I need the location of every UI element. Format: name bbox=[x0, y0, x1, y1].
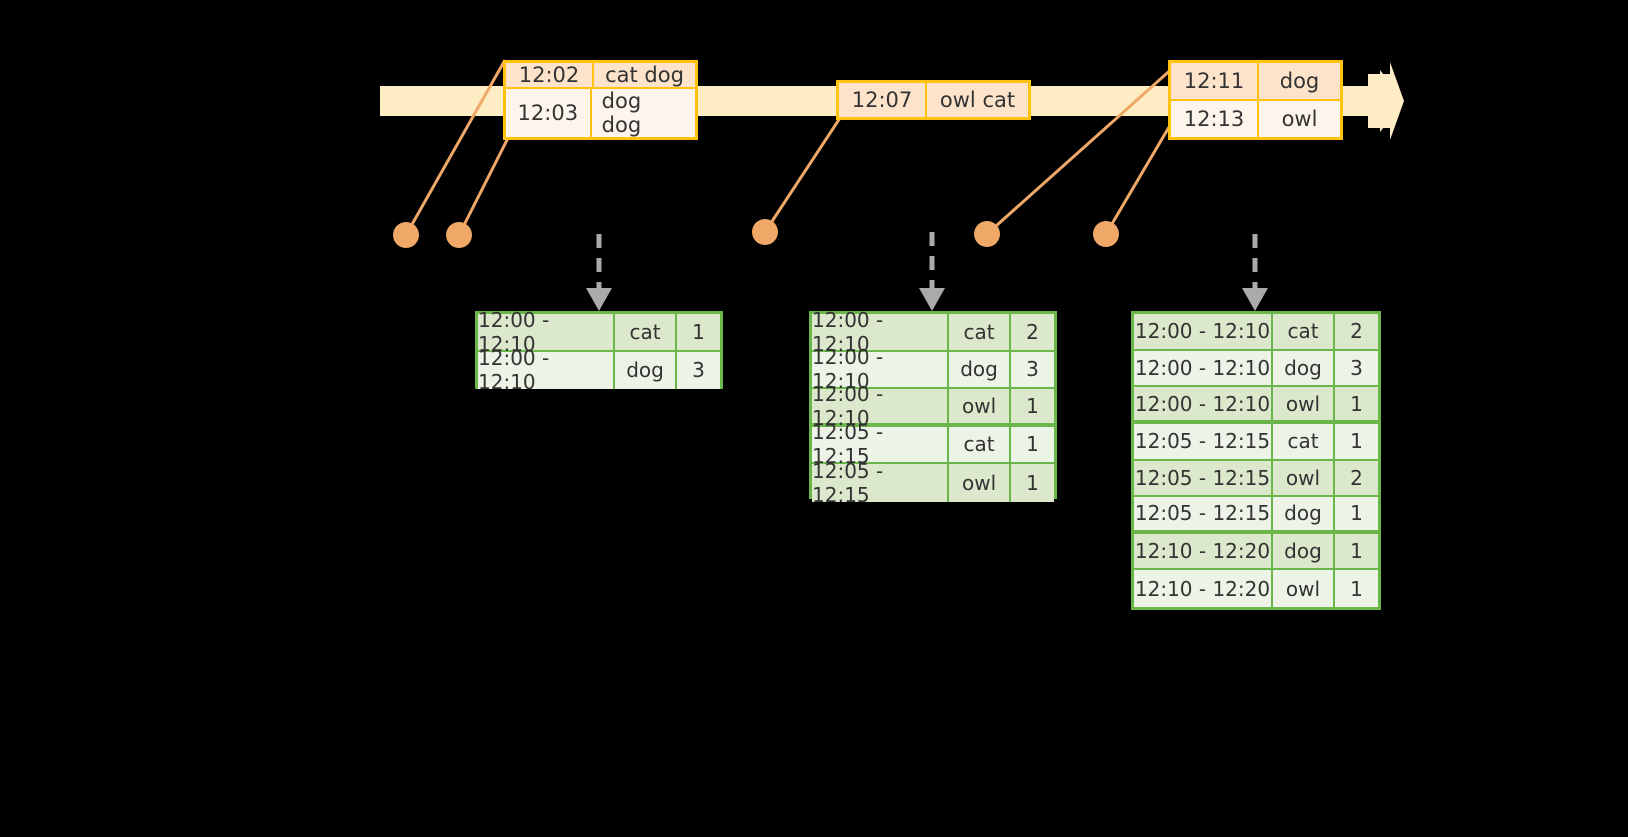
cell-count: 1 bbox=[1350, 576, 1363, 601]
cell-word: owl bbox=[949, 389, 1012, 427]
event-group-3[interactable]: 12:11 dog 12:13 owl bbox=[1168, 60, 1343, 140]
cell-word: cat bbox=[1273, 314, 1335, 351]
cell-window: 12:10 - 12:20 bbox=[1134, 533, 1273, 571]
cell-word: dog bbox=[1273, 350, 1335, 388]
event-row[interactable]: 12:11 dog bbox=[1171, 63, 1340, 101]
cell-count: 1 bbox=[1335, 424, 1378, 461]
cell-window: 12:00 - 12:10 bbox=[812, 382, 950, 430]
cell-window: 12:05 - 12:15 bbox=[1134, 423, 1273, 461]
event-row[interactable]: 12:07 owl cat bbox=[839, 83, 1028, 117]
cell-word: cat bbox=[949, 314, 1012, 352]
cell-count: 1 bbox=[1335, 534, 1378, 571]
cell-word: owl bbox=[1273, 570, 1335, 607]
flow-arrow-1 bbox=[586, 234, 612, 311]
cell-word: dog bbox=[1273, 533, 1335, 571]
cell-window: 12:05 - 12:15 bbox=[1134, 497, 1273, 534]
cell-count: 2 bbox=[1335, 461, 1378, 498]
marker-dot-3[interactable] bbox=[752, 219, 778, 245]
marker-dot-4[interactable] bbox=[974, 221, 1000, 247]
cell-count: 1 bbox=[1335, 497, 1378, 534]
cell-word: cat bbox=[949, 426, 1012, 464]
cell-word: dog bbox=[615, 351, 678, 389]
event-words: dog bbox=[1279, 69, 1320, 93]
cell-window: 12:00 - 12:10 bbox=[1134, 314, 1273, 351]
cell-word: owl bbox=[949, 464, 1012, 502]
event-group-2[interactable]: 12:07 owl cat bbox=[836, 80, 1031, 120]
cell-count: 1 bbox=[1011, 427, 1054, 464]
event-words: dog dog bbox=[601, 89, 642, 137]
cell-count: 3 bbox=[692, 358, 705, 383]
connector-line-3 bbox=[763, 117, 842, 233]
event-row[interactable]: 12:03 dog dog bbox=[506, 89, 695, 137]
cell-word: cat bbox=[615, 314, 678, 352]
event-words: owl cat bbox=[939, 88, 1016, 112]
event-time: 12:02 bbox=[506, 63, 594, 87]
cell-word: owl bbox=[1273, 387, 1335, 424]
event-time: 12:07 bbox=[839, 83, 927, 117]
event-words: owl bbox=[1281, 107, 1318, 131]
cell-count: 3 bbox=[1335, 351, 1378, 388]
cell-word: dog bbox=[949, 351, 1012, 389]
connector-line-2 bbox=[457, 137, 510, 236]
cell-window: 12:05 - 12:15 bbox=[812, 459, 950, 507]
marker-dot-2[interactable] bbox=[446, 222, 472, 248]
cell-count: 2 bbox=[1335, 314, 1378, 351]
cell-count: 1 bbox=[1011, 389, 1054, 427]
event-time: 12:11 bbox=[1171, 63, 1259, 99]
cell-count: 1 bbox=[1335, 387, 1378, 424]
cell-window: 12:00 - 12:10 bbox=[1134, 387, 1273, 424]
cell-window: 12:00 - 12:10 bbox=[1134, 350, 1273, 388]
cell-count: 1 bbox=[677, 314, 720, 352]
cell-window: 12:10 - 12:20 bbox=[1134, 570, 1273, 607]
cell-word: cat bbox=[1273, 423, 1335, 461]
event-words: cat dog bbox=[605, 63, 684, 87]
cell-window: 12:00 - 12:10 bbox=[478, 346, 616, 394]
flow-arrow-3 bbox=[1242, 234, 1268, 311]
event-row[interactable]: 12:13 owl bbox=[1171, 101, 1340, 137]
event-time: 12:03 bbox=[506, 89, 592, 137]
flow-arrow-2 bbox=[919, 232, 945, 311]
cell-window: 12:05 - 12:15 bbox=[1134, 460, 1273, 498]
marker-dot-1[interactable] bbox=[393, 222, 419, 248]
event-time: 12:13 bbox=[1171, 101, 1259, 137]
cell-count: 3 bbox=[1011, 352, 1054, 389]
marker-dot-5[interactable] bbox=[1093, 221, 1119, 247]
event-row[interactable]: 12:02 cat dog bbox=[506, 63, 695, 89]
cell-word: owl bbox=[1273, 460, 1335, 498]
cell-count: 2 bbox=[1011, 314, 1054, 352]
event-group-1[interactable]: 12:02 cat dog 12:03 dog dog bbox=[503, 60, 698, 140]
cell-word: dog bbox=[1273, 497, 1335, 534]
connector-line-5 bbox=[1104, 121, 1174, 235]
cell-count: 1 bbox=[1026, 470, 1039, 495]
